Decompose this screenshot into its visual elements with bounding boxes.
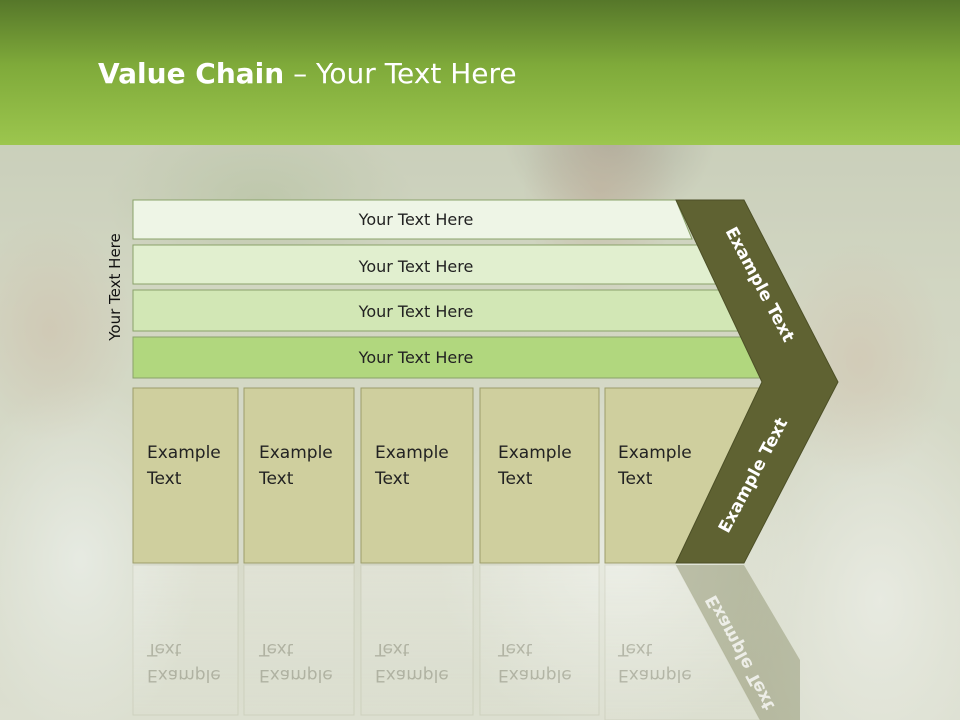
column-text-line2: Text — [259, 469, 294, 489]
column-text-line1: Example — [498, 443, 572, 463]
column-text-line1: Example — [259, 443, 333, 463]
column-text: Example Text — [375, 440, 449, 492]
column-box — [479, 387, 600, 564]
title-rest: – Your Text Here — [284, 57, 517, 90]
arrow-reflection — [676, 565, 800, 720]
reflection-line: Example — [259, 665, 333, 685]
column-text-line1: Example — [147, 443, 221, 463]
column-reflection — [243, 564, 355, 716]
column-text-reflection: Example Text — [147, 636, 221, 688]
column-text-reflection: Example Text — [259, 636, 333, 688]
column-text-line1: Example — [375, 443, 449, 463]
value-chain-arrow — [675, 199, 839, 564]
reflection-line: Example — [375, 665, 449, 685]
title-bold: Value Chain — [98, 57, 285, 90]
column-box — [360, 387, 474, 564]
column-text-line2: Text — [147, 469, 182, 489]
column-reflection — [360, 564, 474, 716]
column-text: Example Text — [259, 440, 333, 492]
reflection-line: Text — [618, 639, 653, 659]
column-text-line2: Text — [618, 469, 653, 489]
column-reflection — [604, 564, 761, 720]
column-box — [243, 387, 355, 564]
column-box — [132, 387, 239, 564]
reflection-line: Text — [498, 639, 533, 659]
column-text: Example Text — [147, 440, 221, 492]
column-text-line1: Example — [618, 443, 692, 463]
row-label: Your Text Here — [358, 210, 474, 229]
reflection-line: Example — [147, 665, 221, 685]
reflection-line: Example — [498, 665, 572, 685]
column-text: Example Text — [498, 440, 572, 492]
column-text: Example Text — [618, 440, 692, 492]
reflection-line: Text — [259, 639, 294, 659]
row-label: Your Text Here — [358, 257, 474, 276]
reflection-group — [132, 564, 800, 720]
column-text-reflection: Example Text — [375, 636, 449, 688]
reflection-line: Text — [147, 639, 182, 659]
column-reflection — [479, 564, 600, 716]
row-bar — [132, 199, 693, 240]
column-text-line2: Text — [375, 469, 410, 489]
column-reflection — [132, 564, 239, 716]
row-label: Your Text Here — [358, 302, 474, 321]
reflection-line: Text — [375, 639, 410, 659]
page-title: Value Chain – Your Text Here — [98, 52, 517, 96]
title-band — [0, 0, 960, 145]
row-label: Your Text Here — [358, 348, 474, 367]
column-text-reflection: Example Text — [618, 636, 692, 688]
reflection-line: Example — [618, 665, 692, 685]
column-text-line2: Text — [498, 469, 533, 489]
column-text-reflection: Example Text — [498, 636, 572, 688]
